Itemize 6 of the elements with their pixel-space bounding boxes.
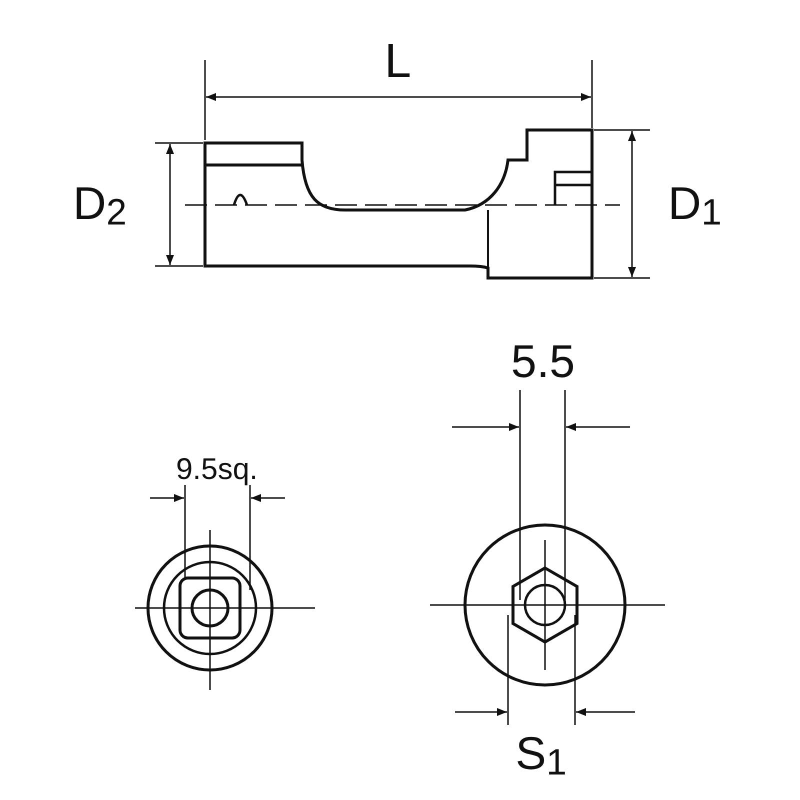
dimension-label: D$_{2}$ xyxy=(73,180,127,232)
dimension-label: 9.5sq. xyxy=(176,455,258,485)
dimension-label: L xyxy=(384,38,412,86)
dimension-label: S$_{1}$ xyxy=(516,730,567,782)
dimension-label: 5.5 xyxy=(511,338,575,384)
dimension-label: D$_{1}$ xyxy=(668,180,722,232)
